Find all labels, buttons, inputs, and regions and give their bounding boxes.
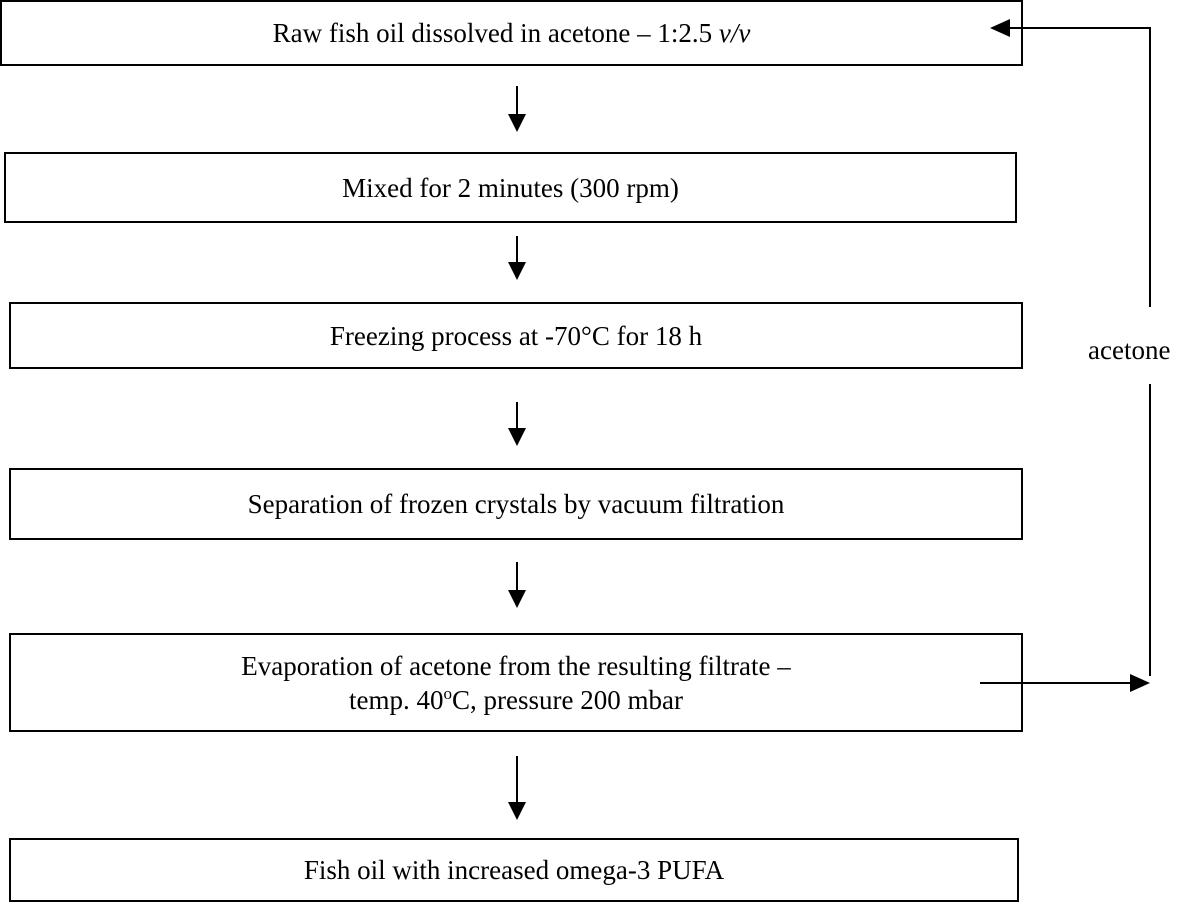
- arrowhead-step6: [508, 802, 526, 820]
- step-freezing-text: Freezing process at -70°C for 18 h: [329, 320, 703, 351]
- step-evaporation-box: Evaporation of acetone from the resultin…: [9, 633, 1023, 732]
- step-separation-box: Separation of frozen crystals by vacuum …: [9, 468, 1023, 540]
- step-final-product-box: Fish oil with increased omega-3 PUFA: [9, 838, 1019, 902]
- arrowhead-step2: [508, 114, 526, 132]
- degree-superscript: o: [443, 683, 453, 703]
- recycle-acetone-label: acetone: [1088, 335, 1171, 365]
- step-separation-text: Separation of frozen crystals by vacuum …: [247, 489, 785, 519]
- recycle-return-line-upper: [1006, 27, 1151, 307]
- ratio-unit-text: v/v: [718, 18, 751, 48]
- step-final-product-text: Fish oil with increased omega-3 PUFA: [303, 855, 725, 885]
- step-raw-fish-oil-text: Raw fish oil dissolved in acetone – 1:2.…: [272, 18, 751, 48]
- arrowhead-step4: [508, 428, 526, 446]
- arrowhead-step5: [508, 590, 526, 608]
- step-raw-fish-oil-box: Raw fish oil dissolved in acetone – 1:2.…: [0, 0, 1023, 66]
- arrowhead-step3: [508, 262, 526, 280]
- step-mixing-box: Mixed for 2 minutes (300 rpm): [4, 152, 1017, 223]
- step-evaporation-text-line2: temp. 40oC, pressure 200 mbar: [349, 683, 683, 715]
- arrowhead-recycle-in: [990, 19, 1010, 37]
- step-evaporation-text-line1: Evaporation of acetone from the resultin…: [241, 650, 791, 681]
- step-freezing-box: Freezing process at -70°C for 18 h: [9, 302, 1023, 369]
- step-mixing-text: Mixed for 2 minutes (300 rpm): [342, 172, 679, 203]
- arrowhead-recycle-out: [1130, 674, 1150, 692]
